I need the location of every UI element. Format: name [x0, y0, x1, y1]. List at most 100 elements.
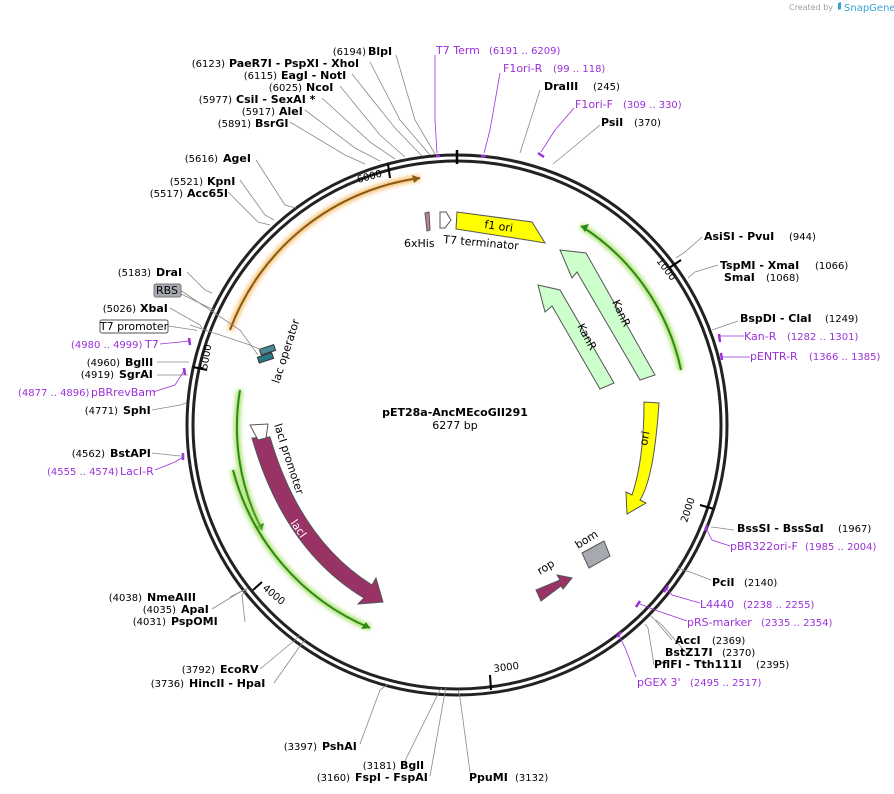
primer-name-l4440[interactable]: L4440: [700, 598, 734, 611]
site-name-bspdi[interactable]: BspDI - ClaI: [740, 312, 812, 325]
primer-mark-prs-marker: [634, 600, 642, 608]
primer-markers: [181, 151, 724, 638]
primer-name-pbrrevbam[interactable]: pBRrevBam: [91, 386, 156, 399]
feature-bom[interactable]: [581, 540, 611, 569]
site-name-apai[interactable]: ApaI: [181, 603, 209, 616]
feature-rop-label: rop: [535, 557, 557, 578]
feature-kanr-2[interactable]: [537, 284, 615, 390]
feature-f1-ori[interactable]: [455, 211, 547, 244]
feature-kanr-1[interactable]: [559, 249, 656, 381]
primer-name-kan-r[interactable]: Kan-R: [744, 330, 777, 343]
plasmid-length: 6277 bp: [432, 419, 477, 432]
primer-range-pgex3: (2495 .. 2517): [690, 678, 762, 689]
primer-range-t7-term: (6191 .. 6209): [489, 46, 561, 57]
site-name-bstapi[interactable]: BstAPI: [110, 447, 151, 460]
site-pos-smai: (1068): [766, 273, 799, 284]
site-name-pcii[interactable]: PciI: [712, 576, 734, 589]
site-name-asisi[interactable]: AsiSI - PvuI: [704, 230, 774, 243]
feature-lac-operator[interactable]: [258, 344, 277, 356]
primer-range-prs-marker: (2335 .. 2354): [761, 618, 833, 629]
primer-name-laci-r[interactable]: LacI-R: [120, 465, 154, 478]
site-name-pspomi[interactable]: PspOMI: [171, 615, 218, 628]
orf-arc-laci2: [232, 469, 371, 629]
site-name-fspi[interactable]: FspI - FspAI: [355, 771, 428, 784]
primer-labels: T7 Term (6191 .. 6209) F1ori-R (99 .. 11…: [18, 44, 881, 689]
site-name-kpni[interactable]: KpnI: [207, 175, 235, 188]
site-name-csii[interactable]: CsiI - SexAI *: [236, 93, 316, 106]
site-name-bstz17i[interactable]: BstZ17I: [665, 646, 713, 659]
tick-label-1000: 1000: [654, 256, 678, 283]
primer-name-pentr-r[interactable]: pENTR-R: [750, 350, 798, 363]
site-pos-paer7i: (6123): [192, 59, 225, 70]
site-name-sphi[interactable]: SphI: [123, 404, 151, 417]
site-pos-alei: (5917): [242, 107, 275, 118]
site-name-agei[interactable]: AgeI: [223, 152, 251, 165]
site-name-bsrgi[interactable]: BsrGI: [255, 117, 288, 130]
site-name-pshai[interactable]: PshAI: [322, 740, 357, 753]
feature-lac-operator-2[interactable]: [256, 352, 275, 364]
site-name-alei[interactable]: AleI: [279, 105, 303, 118]
site-pos-bstapi: (4562): [72, 449, 105, 460]
snapgene-logo-icon: [838, 2, 841, 10]
leader-lines: [151, 54, 750, 777]
primer-mark-pentr-r: [719, 352, 724, 361]
site-name-nmeaiii[interactable]: NmeAIII: [147, 591, 196, 604]
site-pos-pspomi: (4031): [133, 617, 166, 628]
site-pos-pflfi: (2395): [756, 660, 789, 671]
t7-promoter-box[interactable]: [99, 319, 169, 334]
site-name-drai[interactable]: DraI: [156, 266, 182, 279]
primer-mark-kan-r: [717, 333, 722, 343]
feature-laci-promoter[interactable]: [249, 423, 269, 441]
site-pos-drai: (5183): [118, 268, 151, 279]
site-name-bgli[interactable]: BglI: [400, 759, 424, 772]
site-pos-nmeaiii: (4038): [109, 593, 142, 604]
site-name-tspmi[interactable]: TspMI - XmaI: [720, 259, 799, 272]
rbs-box[interactable]: [153, 283, 182, 298]
site-name-pflfi[interactable]: PflFI - Tth111I: [654, 658, 742, 671]
site-name-ncoi[interactable]: NcoI: [306, 81, 333, 94]
site-name-bsssi[interactable]: BssSI - BssSαI: [737, 522, 824, 535]
site-name-draiii[interactable]: DraIII: [544, 80, 578, 93]
feature-ori[interactable]: [625, 401, 660, 515]
primer-name-t7[interactable]: T7: [144, 338, 159, 351]
primer-name-prs-marker[interactable]: pRS-marker: [687, 616, 752, 629]
site-name-ppumi[interactable]: PpuMI: [469, 771, 508, 784]
feature-laci[interactable]: [251, 436, 384, 605]
primer-name-f1ori-r[interactable]: F1ori-R: [503, 62, 543, 75]
site-name-hincii[interactable]: HincII - HpaI: [189, 677, 265, 690]
primer-mark-pbrrevbam: [182, 367, 187, 376]
site-name-ecorv[interactable]: EcoRV: [220, 663, 259, 676]
site-name-eagi[interactable]: EagI - NotI: [281, 69, 346, 82]
t7-promoter-label: T7 promoter: [99, 320, 169, 333]
site-pos-pshai: (3397): [284, 742, 317, 753]
site-pos-ecorv: (3792): [182, 665, 215, 676]
feature-6xhis[interactable]: [424, 211, 431, 232]
snapgene-watermark: Created by SnapGene: [789, 2, 894, 14]
site-pos-bspdi: (1249): [825, 314, 858, 325]
site-name-psii[interactable]: PsiI: [601, 116, 623, 129]
orf-arc-laci2-head: [361, 622, 370, 629]
site-name-acc65i[interactable]: Acc65I: [187, 187, 228, 200]
feature-t7-terminator[interactable]: [439, 211, 452, 229]
site-name-blpi[interactable]: BlpI: [368, 45, 392, 58]
site-name-acci[interactable]: AccI: [675, 634, 701, 647]
site-name-bglii[interactable]: BglII: [125, 356, 153, 369]
site-name-smai[interactable]: SmaI: [724, 271, 755, 284]
site-pos-acc65i: (5517): [150, 189, 183, 200]
primer-name-pbr322ori-f[interactable]: pBR322ori-F: [730, 540, 798, 553]
primer-range-f1ori-f: (309 .. 330): [623, 100, 682, 111]
primer-name-pgex3[interactable]: pGEX 3': [637, 676, 681, 689]
primer-range-pentr-r: (1366 .. 1385): [809, 352, 881, 363]
site-pos-pcii: (2140): [744, 578, 777, 589]
site-name-sgrai[interactable]: SgrAI: [119, 368, 153, 381]
feature-rop[interactable]: [535, 574, 573, 602]
site-name-paer7i[interactable]: PaeR7I - PspXI - XhoI: [229, 57, 359, 70]
orf-arc-laci-head: [255, 523, 264, 530]
site-name-xbai[interactable]: XbaI: [140, 302, 168, 315]
primer-name-t7-term[interactable]: T7 Term: [435, 44, 480, 57]
feature-6xhis-label: 6xHis: [404, 237, 435, 250]
tick-label-2000: 2000: [679, 496, 697, 524]
site-pos-psii: (370): [634, 118, 661, 129]
primer-name-f1ori-f[interactable]: F1ori-F: [575, 98, 613, 111]
site-pos-hincii: (3736): [151, 679, 184, 690]
